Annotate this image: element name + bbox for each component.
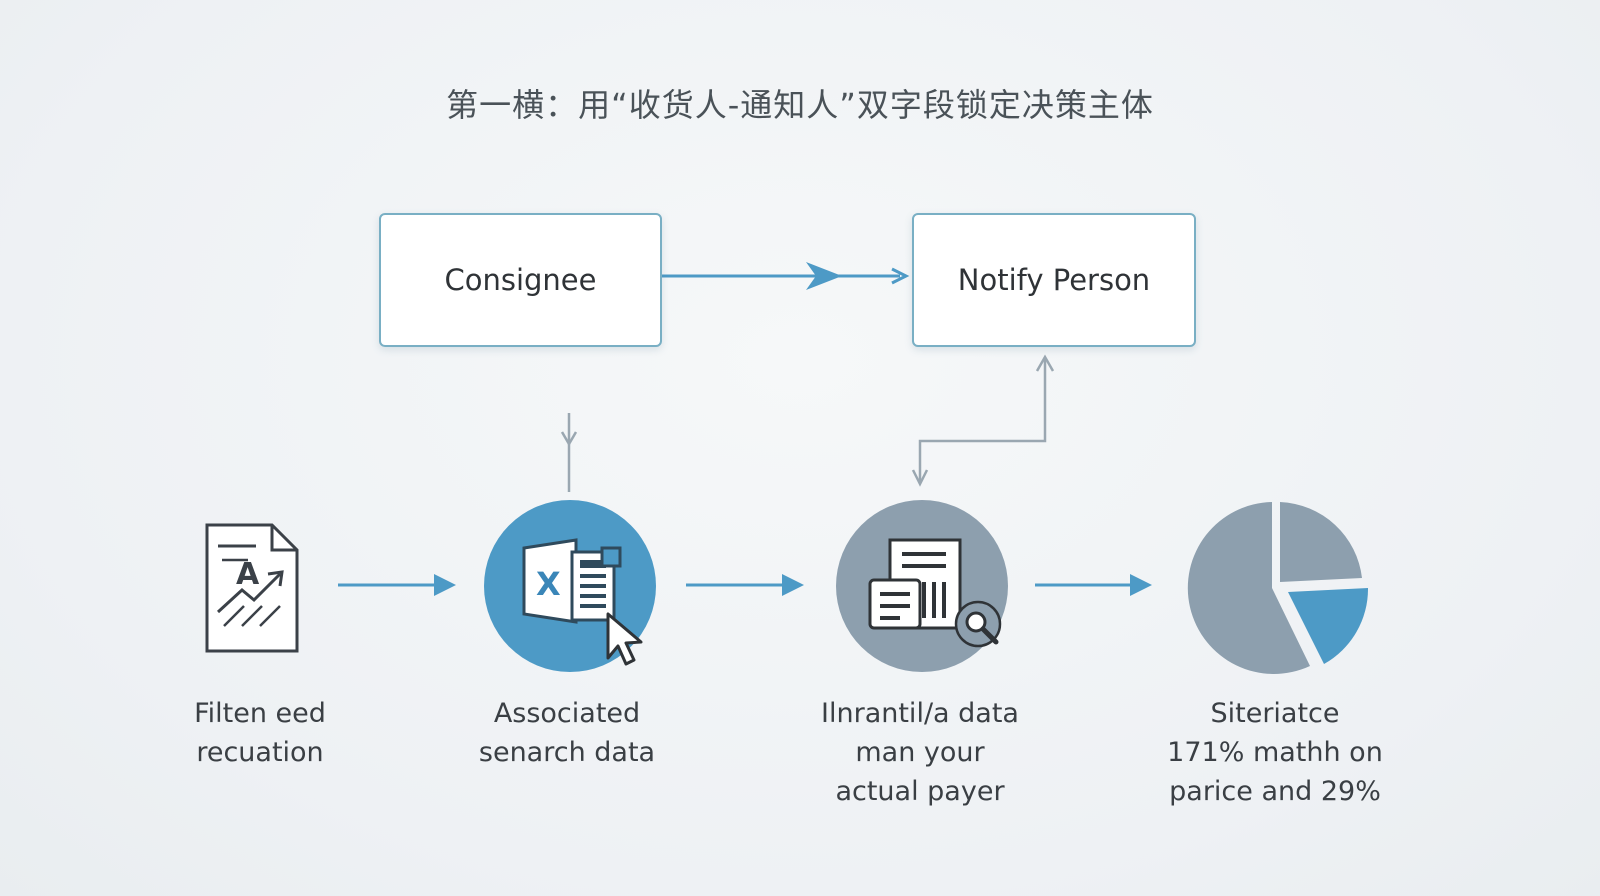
consignee-to-notify-arrow [662, 262, 910, 290]
spreadsheet-cursor-icon: X [484, 500, 664, 680]
step-arrow-1 [338, 574, 456, 596]
document-search-icon [836, 500, 1016, 680]
svg-text:A: A [236, 557, 260, 592]
step-label-3: Ilnrantil/a data man your actual payer [821, 698, 1019, 807]
notify-person-box: Notify Person [912, 213, 1196, 347]
step-label-1: Filten eed recuation [194, 698, 326, 768]
consignee-down-connector [560, 413, 578, 492]
diagram-title: 第一横：用“收货人-通知人”双字段锁定决策主体 [446, 86, 1154, 124]
step-label-4: Siteriatce 171% mathh on parice and 29% [1167, 698, 1383, 807]
notify-elbow-connector [911, 354, 1055, 487]
pie-chart-icon [1186, 500, 1376, 680]
document-text-icon: A [202, 520, 302, 660]
consignee-box: Consignee [379, 213, 662, 347]
step-arrow-3 [1035, 574, 1152, 596]
step-label-2: Associated senarch data [478, 698, 656, 768]
svg-text:X: X [536, 565, 561, 603]
step-arrow-2 [686, 574, 804, 596]
